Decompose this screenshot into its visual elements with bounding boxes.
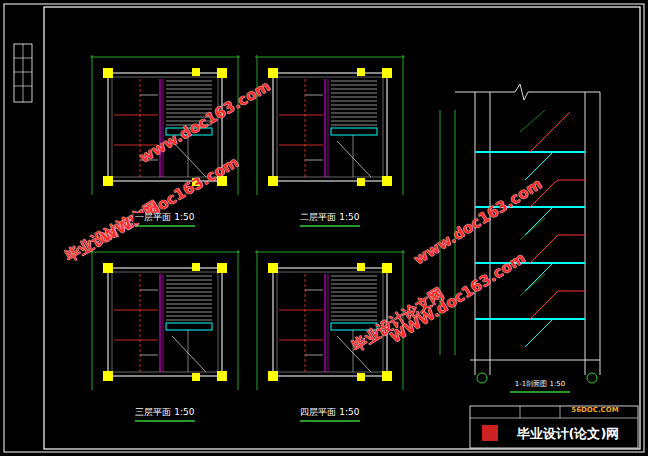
- watermark: WWW.doc163.com: [388, 250, 529, 347]
- watermark: WWW.doc163.com: [98, 154, 241, 246]
- plan-caption: 三层平面 1:50: [133, 408, 196, 418]
- watermark: www.doc163.com: [137, 78, 274, 166]
- site-logo: 毕业设计(论文)网: [515, 427, 622, 441]
- section-caption: 1-1剖面图 1:50: [513, 381, 567, 389]
- site-mark: 56DOC.COM: [569, 407, 620, 415]
- plan-caption: 四层平面 1:50: [298, 408, 361, 418]
- plan-caption: 一层平面 1:50: [133, 213, 196, 223]
- plan-caption: 二层平面 1:50: [298, 213, 361, 223]
- watermark: www.doc163.com: [411, 176, 545, 268]
